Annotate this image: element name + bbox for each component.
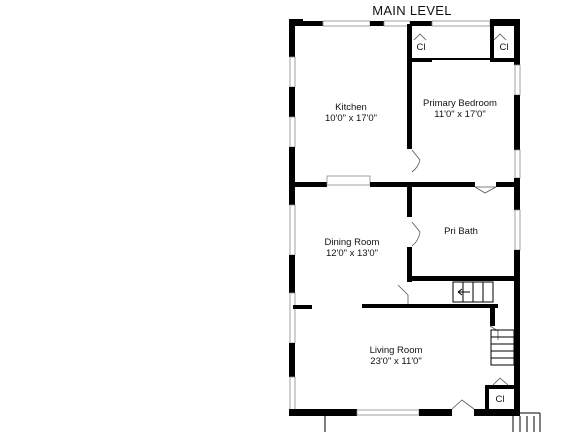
wall-mid-horizontal xyxy=(293,182,327,187)
door-entry-closet xyxy=(492,377,509,386)
door-bath-top xyxy=(474,186,497,194)
dining-room-size: 12'0" x 13'0" xyxy=(326,248,378,259)
window-right-2 xyxy=(514,149,521,179)
door-closet-right xyxy=(493,33,507,41)
wall-bottom-segment xyxy=(474,409,520,416)
wall-entry-closet-top xyxy=(485,385,518,389)
window-left-2 xyxy=(289,116,296,148)
wall-stub-left xyxy=(293,305,312,309)
floor-title: MAIN LEVEL xyxy=(372,3,452,18)
door-bedroom xyxy=(411,149,421,173)
stair-arrow-icon xyxy=(457,288,470,296)
window-top-3 xyxy=(431,20,491,27)
staircase xyxy=(452,281,515,366)
exterior-walls xyxy=(289,19,521,416)
window-left-3 xyxy=(289,204,296,256)
room-label-kitchen: Kitchen 10'0" x 17'0" xyxy=(325,102,377,124)
window-left-1 xyxy=(289,56,296,88)
wall-living-top xyxy=(362,304,498,308)
wall-bath-bottom xyxy=(407,276,518,281)
wall-top-right-corner xyxy=(490,19,520,26)
room-label-pri-bath: Pri Bath xyxy=(444,226,478,237)
wall-left-segment xyxy=(289,147,295,205)
primary-bedroom-size: 11'0" x 17'0" xyxy=(434,109,485,120)
wall-entry-closet-left xyxy=(485,385,489,411)
window-right-3 xyxy=(514,209,521,251)
window-left-4 xyxy=(289,292,296,344)
wall-bottom-segment xyxy=(289,409,357,416)
wall-top-segment xyxy=(410,21,432,26)
wall-closet-span xyxy=(432,58,492,60)
wall-left-segment xyxy=(289,19,295,57)
wall-top-segment xyxy=(303,21,323,26)
kitchen-size: 10'0" x 17'0" xyxy=(325,113,377,124)
wall-closet-right-bottom xyxy=(490,58,518,62)
closet-label-left: Cl xyxy=(417,42,426,53)
wall-right-segment xyxy=(514,19,520,65)
wall-dining-bath xyxy=(407,187,412,217)
living-room-name: Living Room xyxy=(370,345,423,356)
door-bath xyxy=(411,221,421,247)
wall-bottom-segment xyxy=(419,409,452,416)
wall-mid-horizontal xyxy=(496,182,518,187)
wall-left-segment xyxy=(289,255,295,293)
wall-top-left-corner xyxy=(289,19,303,26)
closet-label-right: Cl xyxy=(500,42,509,53)
stair-lower xyxy=(490,329,515,366)
wall-left-segment xyxy=(289,343,295,377)
closet-label-entry: Cl xyxy=(496,394,505,405)
wall-left-segment xyxy=(289,87,295,117)
wall-mid-horizontal xyxy=(370,182,475,187)
interior-walls xyxy=(293,24,518,411)
primary-bedroom-name: Primary Bedroom xyxy=(423,98,497,109)
wall-closet-left-bottom xyxy=(412,58,432,62)
wall-kitchen-bedroom xyxy=(407,24,412,149)
room-label-dining-room: Dining Room 12'0" x 13'0" xyxy=(325,237,380,259)
exterior-steps xyxy=(324,412,541,432)
wall-dining-bath xyxy=(407,247,412,282)
window-top-1 xyxy=(322,20,371,27)
wall-right-segment xyxy=(514,278,520,416)
window-right-1 xyxy=(514,64,521,96)
wall-right-segment xyxy=(514,178,520,210)
kitchen-counter xyxy=(326,175,371,186)
door-front xyxy=(451,399,475,410)
kitchen-name: Kitchen xyxy=(335,102,367,113)
room-label-primary-bedroom: Primary Bedroom 11'0" x 17'0" xyxy=(423,98,497,120)
window-top-2 xyxy=(383,20,411,27)
door-stair-landing xyxy=(397,284,409,304)
wall-right-segment xyxy=(514,250,520,278)
window-bottom-1 xyxy=(356,409,420,416)
room-label-living-room: Living Room 23'0" x 11'0" xyxy=(370,345,423,367)
door-closet-left xyxy=(413,33,427,41)
living-room-size: 23'0" x 11'0" xyxy=(370,356,421,367)
wall-stair xyxy=(490,304,495,326)
pri-bath-name: Pri Bath xyxy=(444,226,478,237)
wall-closet-right-side xyxy=(490,26,494,62)
wall-top-segment xyxy=(370,21,384,26)
dining-room-name: Dining Room xyxy=(325,237,380,248)
wall-right-segment xyxy=(514,95,520,150)
